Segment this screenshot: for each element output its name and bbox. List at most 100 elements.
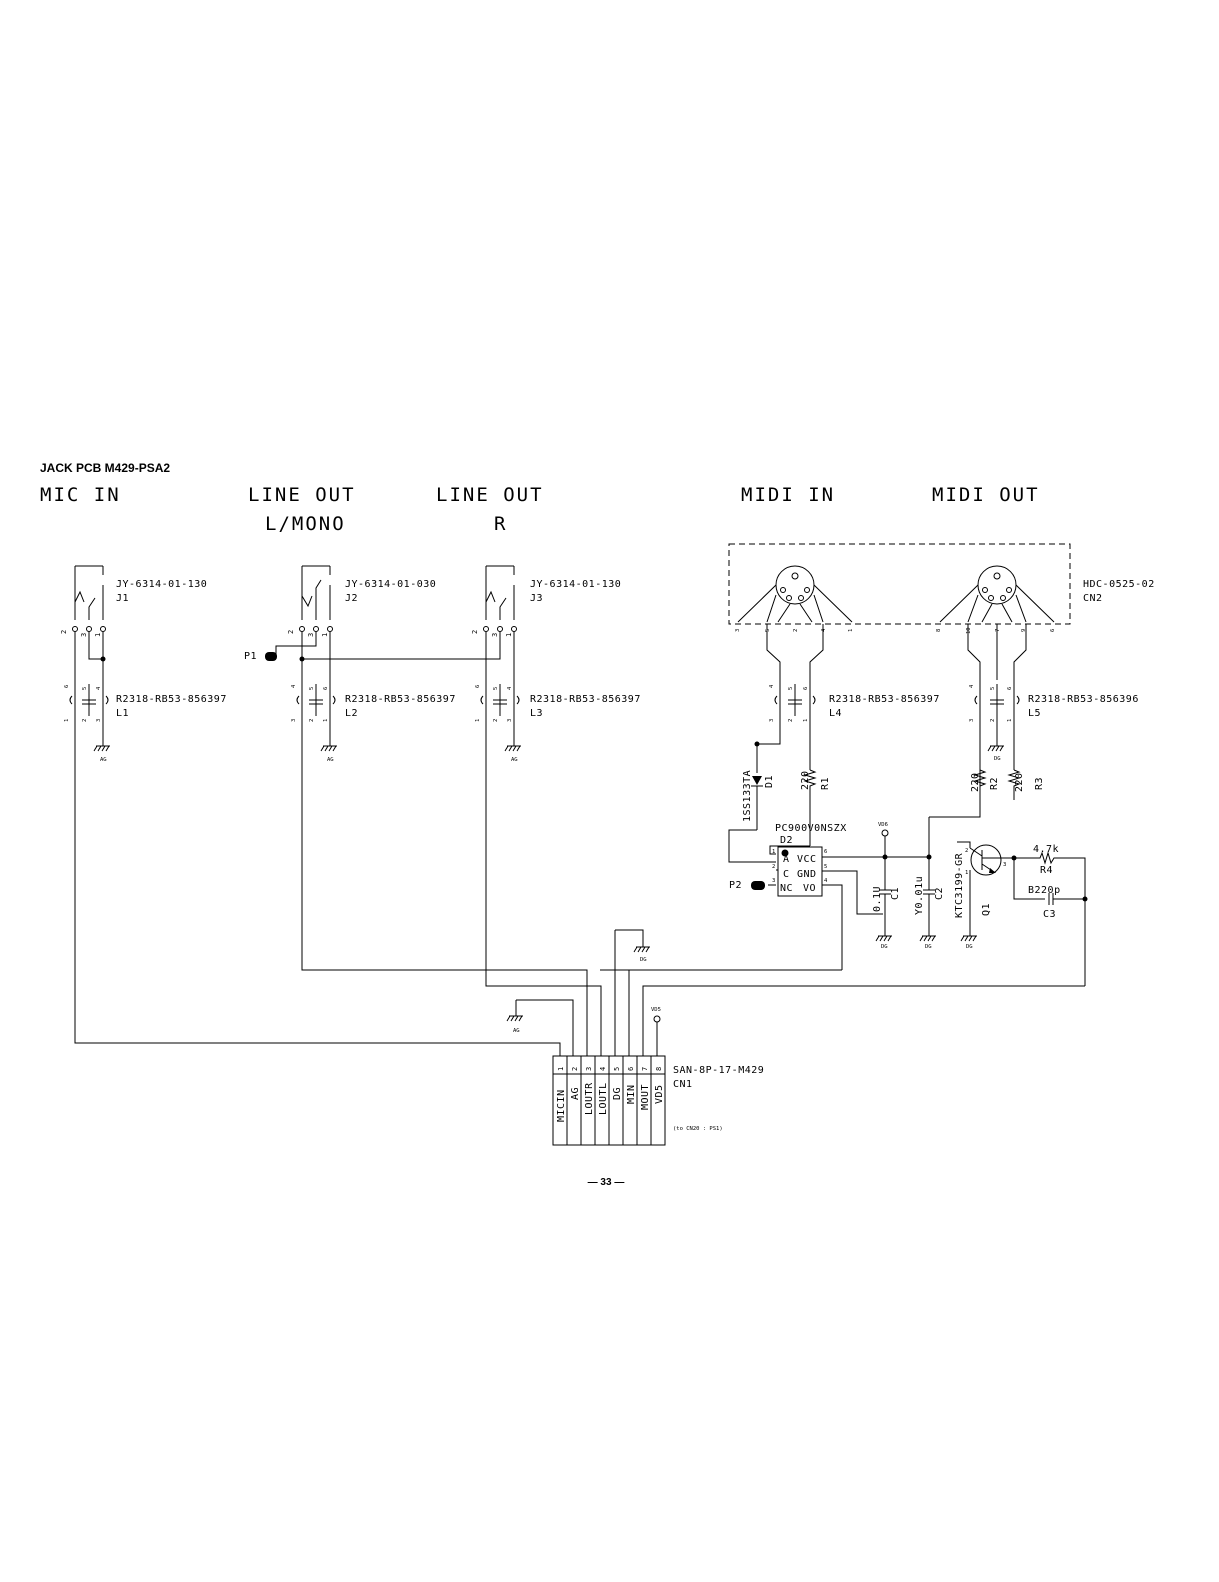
- svg-text:2: 2: [571, 1067, 579, 1071]
- svg-text:AG: AG: [327, 757, 334, 763]
- svg-text:1SS133TA: 1SS133TA: [742, 770, 753, 822]
- svg-text:1: 1: [505, 633, 513, 637]
- connector-cn1-part: SAN-8P-17-M429: [673, 1065, 764, 1076]
- svg-text:4: 4: [769, 684, 775, 688]
- svg-text:VD5: VD5: [651, 1007, 661, 1013]
- filter-l3-part: R2318-RB53-856397: [530, 694, 641, 705]
- ground-dg-cn1: DG: [633, 946, 650, 963]
- test-point-p2: [751, 881, 765, 890]
- svg-text:5: 5: [824, 864, 827, 870]
- svg-text:Q1: Q1: [981, 903, 992, 916]
- svg-text:DG: DG: [881, 944, 888, 950]
- svg-text:4: 4: [507, 686, 513, 690]
- test-point-p1: [265, 652, 277, 661]
- svg-text:2: 2: [990, 719, 996, 722]
- svg-text:DG: DG: [994, 756, 1001, 762]
- svg-text:C2: C2: [934, 887, 945, 900]
- svg-text:R2: R2: [989, 777, 1000, 790]
- svg-text:1: 1: [321, 633, 329, 637]
- svg-text:1: 1: [803, 719, 809, 722]
- connector-cn1-note: (to CN20 : PS1): [673, 1126, 723, 1132]
- svg-text:5: 5: [309, 687, 315, 690]
- svg-text:0.1U: 0.1U: [872, 886, 883, 912]
- svg-text:2: 2: [82, 719, 88, 722]
- svg-text:2: 2: [60, 630, 68, 634]
- svg-text:R1: R1: [820, 777, 831, 790]
- cn1-pin-4: LOUTL: [598, 1082, 609, 1115]
- svg-text:1: 1: [1007, 719, 1013, 722]
- ground-dg-q1: DG: [960, 935, 977, 950]
- transistor-q1: 213 KTC3199-GR Q1: [954, 841, 1014, 936]
- svg-text:2: 2: [471, 630, 479, 634]
- svg-text:5: 5: [613, 1067, 621, 1071]
- filter-l2-ref: L2: [345, 708, 358, 719]
- svg-text:3: 3: [585, 1067, 593, 1071]
- heading-line-out-l-mono: L/MONO: [265, 513, 346, 535]
- filter-l1-part: R2318-RB53-856397: [116, 694, 227, 705]
- svg-text:5: 5: [82, 687, 88, 690]
- svg-text:VO: VO: [803, 883, 816, 894]
- resistor-r2: 220 R2: [970, 769, 1000, 817]
- din-connector-outline: [728, 543, 1071, 625]
- svg-text:5: 5: [765, 629, 771, 632]
- svg-text:3: 3: [96, 719, 102, 722]
- svg-text:3: 3: [80, 633, 88, 637]
- cn1-pin-2: AG: [570, 1087, 581, 1100]
- jack-j1: 2 3 1 JY-6314-01-130 J1: [60, 565, 207, 637]
- cn1-pin-7: MOUT: [640, 1084, 651, 1110]
- svg-text:4: 4: [821, 628, 827, 632]
- heading-midi-out: MIDI OUT: [932, 484, 1040, 506]
- svg-text:5: 5: [788, 687, 794, 690]
- jack-j1-part: JY-6314-01-130: [116, 579, 207, 590]
- svg-text:2: 2: [772, 864, 775, 870]
- filter-l3: 6 5 4 1 2 3 R2318-RB53-856397 L3: [475, 680, 641, 722]
- svg-text:1: 1: [772, 849, 775, 855]
- filter-l5-part: R2318-RB53-856396: [1028, 694, 1139, 705]
- svg-text:DG: DG: [640, 957, 647, 963]
- din-midi-out: 8 10 7 9 6: [936, 565, 1056, 634]
- svg-text:220: 220: [1014, 772, 1025, 792]
- jack-j2-part: JY-6314-01-030: [345, 579, 436, 590]
- svg-text:AG: AG: [100, 757, 107, 763]
- svg-text:3: 3: [491, 633, 499, 637]
- capacitor-c3: B220p C3: [1013, 858, 1085, 920]
- jack-j2: 2 3 1 JY-6314-01-030 J2: [287, 565, 436, 637]
- svg-text:VD6: VD6: [878, 822, 888, 828]
- svg-text:5: 5: [990, 687, 996, 690]
- heading-line-out-l: LINE OUT: [248, 484, 356, 506]
- svg-text:6: 6: [1007, 687, 1013, 690]
- svg-text:C: C: [783, 869, 790, 880]
- svg-text:7: 7: [995, 629, 1001, 632]
- svg-text:7: 7: [641, 1067, 649, 1071]
- ground-ag-cn1: AG: [506, 1000, 523, 1034]
- svg-text:VCC: VCC: [797, 854, 817, 865]
- svg-text:3: 3: [507, 719, 513, 722]
- svg-text:3: 3: [307, 633, 315, 637]
- svg-text:2: 2: [287, 630, 295, 634]
- din-ref: CN2: [1083, 593, 1103, 604]
- svg-text:D1: D1: [764, 775, 775, 788]
- jack-j3: 2 3 1 JY-6314-01-130 J3: [471, 565, 621, 637]
- svg-text:6: 6: [64, 685, 70, 688]
- svg-text:1: 1: [323, 719, 329, 722]
- cn1-pin-5: DG: [612, 1087, 623, 1100]
- filter-l4: 4 5 6 3 2 1 R2318-RB53-856397 L4: [769, 680, 940, 722]
- svg-text:D2: D2: [780, 835, 793, 846]
- svg-text:3: 3: [1003, 862, 1006, 868]
- svg-text:NC: NC: [780, 883, 793, 894]
- test-point-p1-label: P1: [244, 651, 257, 662]
- heading-midi-in: MIDI IN: [741, 484, 835, 506]
- filter-l5: 4 5 6 3 2 1 R2318-RB53-856396 L5: [969, 680, 1139, 722]
- filter-l3-ref: L3: [530, 708, 543, 719]
- filter-l4-part: R2318-RB53-856397: [829, 694, 940, 705]
- resistor-r3: 220 R3: [1007, 769, 1045, 800]
- svg-text:6: 6: [803, 687, 809, 690]
- svg-text:6: 6: [824, 849, 827, 855]
- ground-ag-l3: AG: [504, 716, 521, 763]
- svg-text:9: 9: [1021, 629, 1027, 632]
- svg-text:1: 1: [475, 719, 481, 722]
- filter-l4-ref: L4: [829, 708, 842, 719]
- svg-text:220: 220: [800, 770, 811, 790]
- svg-text:AG: AG: [513, 1028, 520, 1034]
- svg-text:2: 2: [965, 848, 968, 854]
